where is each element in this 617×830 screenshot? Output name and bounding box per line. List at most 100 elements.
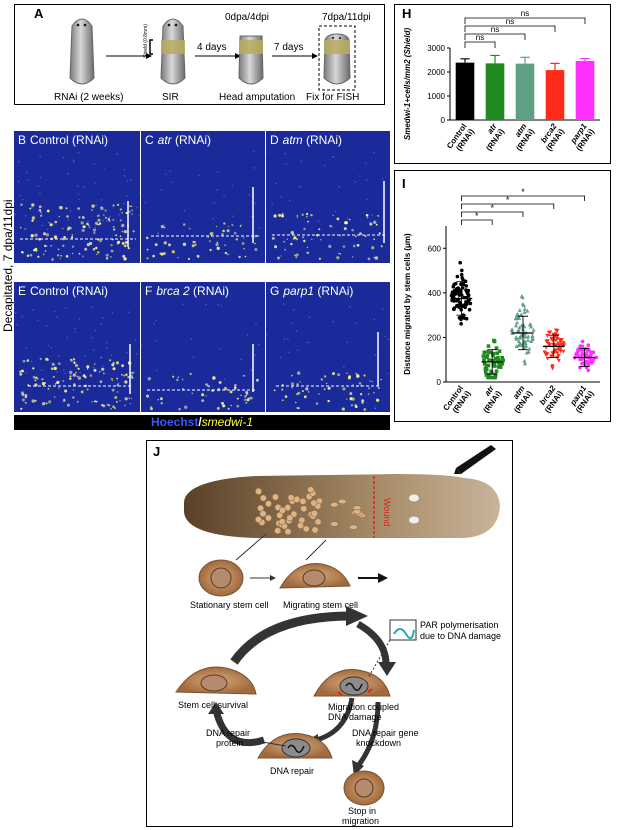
data-point: [466, 299, 471, 303]
y-tick-label: 400: [428, 289, 442, 298]
arrow-label-4days: 4 days: [197, 42, 226, 53]
data-point: [545, 352, 550, 356]
data-point: [464, 316, 469, 321]
data-point: [484, 367, 489, 372]
panel-a-frame: [14, 4, 385, 105]
data-point: [510, 327, 515, 332]
data-point: [549, 354, 554, 359]
data-point: [486, 344, 491, 348]
data-point: [495, 358, 499, 363]
data-point: [557, 337, 562, 342]
data-point: [452, 282, 456, 287]
data-point: [555, 351, 560, 356]
data-point: [460, 276, 464, 280]
data-point: [484, 373, 489, 377]
data-point: [580, 353, 584, 358]
data-point: [584, 359, 589, 364]
data-point: [526, 334, 531, 339]
data-point: [545, 356, 550, 361]
micrograph-c-image: [144, 150, 261, 260]
data-point: [589, 352, 593, 357]
label-knockdown-2: knockdown: [356, 738, 401, 748]
data-point: [550, 338, 555, 342]
migrating-stem-cell: [279, 563, 351, 589]
data-point: [515, 328, 520, 333]
shield-label: Shield (0.8mm): [143, 24, 149, 58]
sd-bar: [456, 281, 467, 316]
data-point: [516, 343, 521, 348]
data-point: [484, 355, 489, 359]
data-point: [455, 303, 459, 308]
label-repair-protein-2: protein: [216, 738, 244, 748]
sd-bar: [518, 315, 528, 351]
cycle-arrow-right: [356, 620, 390, 665]
data-point: [580, 361, 584, 366]
data-point: [547, 330, 552, 335]
bar: [545, 70, 565, 120]
category-label: atm(RNAi): [505, 384, 534, 415]
y-tick-label: 200: [428, 333, 442, 342]
data-point: [494, 369, 499, 373]
data-point: [589, 360, 593, 365]
data-point: [521, 303, 526, 308]
error-bar: [550, 62, 560, 71]
y-tick-label: 3000: [427, 44, 445, 53]
label-migrating: Migrating stem cell: [283, 600, 358, 610]
data-point: [514, 323, 519, 328]
data-point: [482, 350, 487, 355]
data-point: [491, 351, 495, 356]
micrograph-side-label: Decapitated, 7 dpa/11dpi: [1, 199, 15, 332]
data-point: [498, 365, 503, 369]
sd-bar: [579, 348, 590, 367]
data-point: [555, 336, 560, 341]
data-point: [457, 316, 462, 320]
significance-label: ns: [506, 17, 514, 26]
data-point: [491, 363, 496, 368]
label-par-1: PAR polymerisation: [420, 620, 498, 630]
error-bar: [580, 57, 590, 61]
panel-i-letter: I: [402, 176, 406, 191]
data-point: [484, 363, 489, 368]
stain-smedwi: smedwi-1: [201, 415, 254, 429]
data-point: [554, 343, 559, 348]
y-tick-label: 0: [441, 116, 446, 125]
data-point: [482, 358, 486, 362]
data-point: [545, 339, 550, 343]
eye-icon: [409, 494, 419, 502]
y-axis-label: Smedwi-1+cells/mm2 (Shield): [403, 28, 412, 141]
surviving-stem-cell: [175, 666, 257, 695]
data-point: [491, 375, 495, 380]
data-point: [467, 307, 472, 312]
data-point: [488, 350, 493, 355]
data-point: [489, 375, 493, 380]
data-point: [499, 361, 504, 365]
planarian-intact: [69, 18, 95, 85]
data-point: [459, 322, 463, 326]
label-stop-2: migration: [342, 816, 379, 826]
category-label: atr(RNAi): [477, 121, 507, 152]
time-label-0dpa: 0dpa/4dpi: [225, 12, 269, 23]
data-point: [556, 358, 561, 363]
knockdown-arrow: [355, 701, 381, 768]
data-point: [496, 365, 501, 369]
panel-h-letter: H: [402, 6, 412, 21]
sd-bar: [487, 349, 498, 375]
label-survival: Stem cell survival: [178, 700, 248, 710]
data-point: [523, 334, 528, 339]
significance-bracket: [464, 41, 496, 48]
time-label-7dpa: 7dpa/11dpi: [322, 12, 371, 23]
data-point: [554, 328, 559, 333]
data-point: [501, 358, 505, 363]
data-point: [464, 284, 468, 288]
label-coupled-1: Migration coupled: [328, 702, 399, 712]
fix-dashed-box: [318, 25, 356, 91]
arrow-label-7days: 7 days: [274, 42, 303, 53]
stopped-stem-cell: [343, 770, 385, 806]
label-knockdown-1: DNA repair gene: [352, 728, 419, 738]
data-point: [522, 310, 527, 314]
bar: [455, 62, 475, 120]
category-label: atm(RNAi): [507, 122, 536, 153]
